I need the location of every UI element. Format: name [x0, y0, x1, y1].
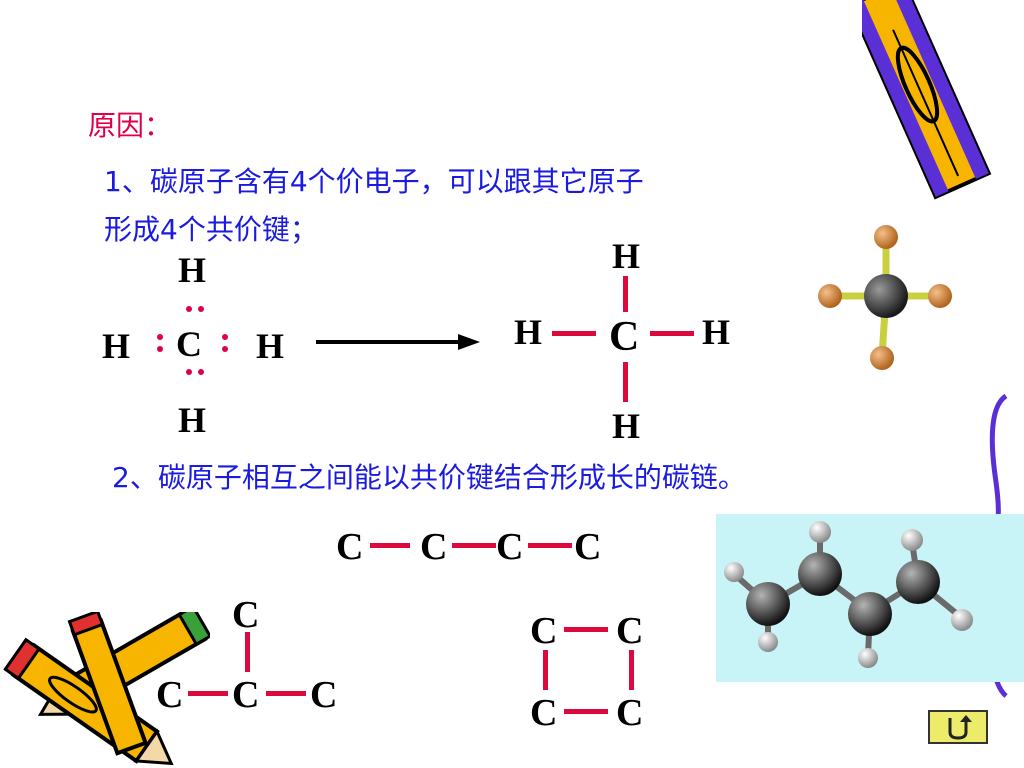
atom-h-right: H	[256, 326, 285, 366]
atom-c: C	[420, 526, 448, 568]
reaction-arrow	[316, 334, 480, 350]
heading: 原因：	[88, 109, 173, 142]
atom-c: C	[574, 526, 602, 568]
return-button-icon	[948, 715, 972, 740]
atom-h-right: H	[702, 312, 731, 352]
electron-dot	[157, 334, 163, 340]
atom-h-top: H	[178, 250, 207, 290]
bond	[623, 276, 628, 312]
atom-c-center: C	[176, 324, 202, 364]
bond	[188, 691, 228, 696]
atom-c: C	[232, 594, 260, 636]
electron-dot	[198, 306, 204, 312]
atom-c: C	[616, 610, 644, 652]
bond	[650, 331, 694, 336]
bond	[543, 650, 548, 690]
electron-dot	[157, 346, 163, 352]
ball-stick-butene-model	[716, 514, 1024, 682]
bond	[245, 632, 250, 672]
bond	[266, 691, 306, 696]
pencil-icon	[862, 0, 992, 200]
bond	[564, 627, 608, 632]
bond	[564, 709, 608, 714]
point-1-line-2: 形成4个共价键；	[104, 213, 318, 246]
bond	[552, 331, 596, 336]
electron-dot	[186, 306, 192, 312]
atom-c: C	[496, 526, 524, 568]
electron-dot	[186, 369, 192, 375]
atom-c: C	[616, 692, 644, 734]
atom-h-bottom: H	[178, 400, 207, 440]
bond	[452, 543, 496, 548]
atom-h-left: H	[514, 312, 543, 352]
atom-h-top: H	[612, 236, 641, 276]
electron-dot	[198, 369, 204, 375]
bond	[623, 362, 628, 402]
atom-c: C	[156, 674, 184, 716]
atom-h-bottom: H	[612, 406, 641, 446]
atom-c: C	[336, 526, 364, 568]
bond	[629, 650, 634, 690]
point-2: 2、碳原子相互之间能以共价键结合形成长的碳链。	[112, 461, 746, 494]
bond	[528, 543, 572, 548]
electron-dot	[222, 346, 228, 352]
atom-c: C	[310, 674, 338, 716]
return-button[interactable]	[928, 710, 988, 744]
electron-dot	[222, 334, 228, 340]
point-1-line-1: 1、碳原子含有4个价电子，可以跟其它原子	[104, 165, 644, 198]
atom-c: C	[530, 692, 558, 734]
atom-c: C	[530, 610, 558, 652]
atom-c-center: C	[609, 314, 640, 360]
atom-h-left: H	[102, 326, 131, 366]
atom-c: C	[232, 674, 260, 716]
pencils-icon	[3, 612, 210, 766]
bond	[370, 543, 410, 548]
ball-stick-methane-model	[818, 225, 952, 370]
